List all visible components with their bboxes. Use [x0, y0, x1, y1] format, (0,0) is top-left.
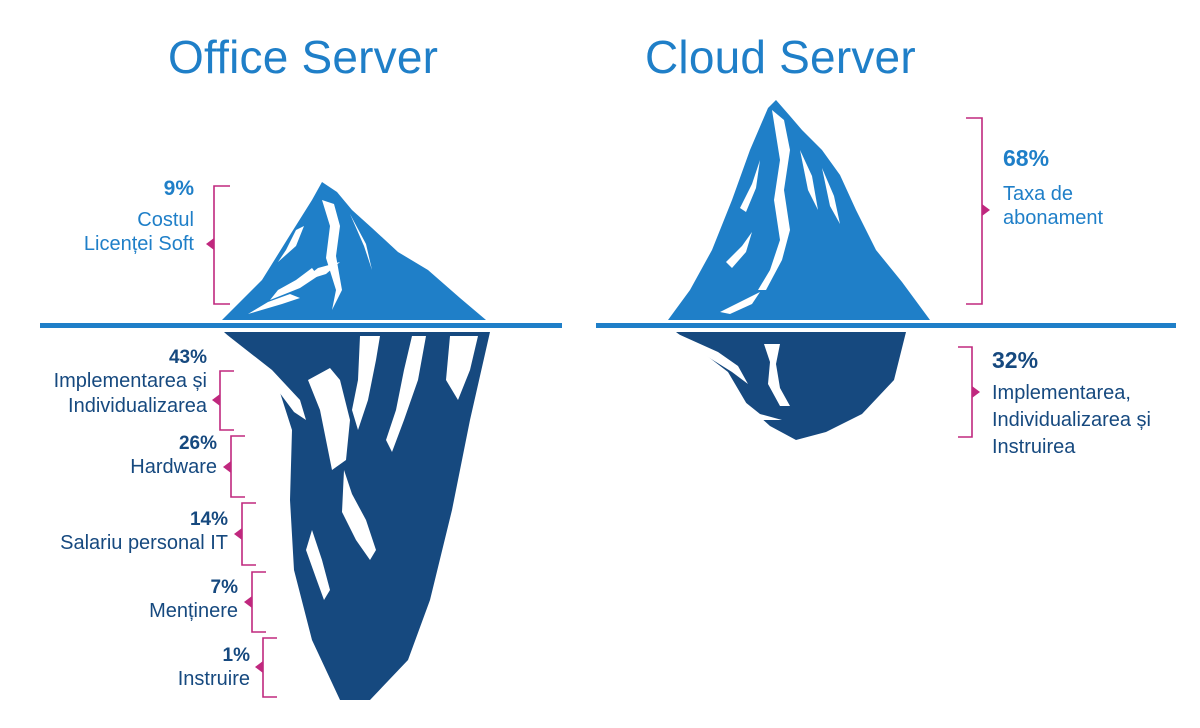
office-below-percent-1: 1% — [222, 645, 250, 666]
bracket-markers — [206, 204, 990, 673]
office-below-label-43: 43% Implementarea și Individualizarea — [54, 346, 207, 418]
office-below-line1-43: Implementarea și — [53, 370, 207, 393]
cloud-above-line1: Taxa de — [1003, 183, 1074, 206]
office-marker-43 — [212, 394, 220, 406]
office-below-label-14: 14% Salariu personal IT — [60, 508, 228, 556]
office-marker-14 — [234, 528, 242, 540]
office-iceberg-top — [222, 182, 486, 320]
office-below-line1-14: Salariu personal IT — [60, 532, 228, 555]
cloud-above-label: 68% Taxa de abonament — [1003, 144, 1103, 231]
cloud-server-title: Cloud Server — [645, 31, 916, 83]
cloud-below-line3: Instruirea — [992, 436, 1076, 459]
office-server-title: Office Server — [168, 31, 439, 83]
office-marker-7 — [244, 596, 252, 608]
cloud-below-percent: 32% — [992, 347, 1039, 373]
cloud-below-label: 32% Implementarea, Individualizarea și I… — [992, 346, 1151, 461]
office-below-label-1: 1% Instruire — [178, 644, 250, 692]
cloud-below-line2: Individualizarea și — [992, 409, 1151, 432]
office-bracket-1 — [262, 637, 277, 698]
cloud-above-bracket — [966, 117, 983, 305]
office-marker-26 — [223, 461, 231, 473]
cloud-below-bracket — [958, 346, 973, 438]
office-below-label-26: 26% Hardware — [130, 432, 217, 480]
office-bracket-7 — [251, 571, 266, 633]
office-above-percent: 9% — [163, 177, 194, 200]
office-above-label: 9% Costul Licenței Soft — [84, 176, 194, 256]
office-iceberg-bottom — [224, 332, 490, 700]
office-above-bracket — [213, 185, 230, 305]
office-above-marker — [206, 238, 214, 250]
office-above-line1: Costul — [137, 208, 194, 231]
office-below-percent-26: 26% — [178, 433, 217, 454]
cloud-below-line1: Implementarea, — [992, 382, 1131, 405]
office-above-line2: Licenței Soft — [83, 233, 194, 255]
office-below-line2-43: Individualizarea — [68, 394, 207, 417]
office-below-percent-7: 7% — [210, 577, 238, 598]
office-marker-1 — [255, 661, 263, 673]
cloud-iceberg-bottom — [676, 332, 906, 440]
office-bracket-26 — [230, 435, 245, 498]
office-below-line1-26: Hardware — [130, 456, 217, 479]
office-below-label-7: 7% Menținere — [149, 576, 238, 624]
office-waterline — [40, 323, 562, 328]
cloud-waterline — [596, 323, 1176, 328]
cloud-above-marker — [982, 204, 990, 216]
office-bracket-43 — [219, 370, 234, 431]
cloud-iceberg-top — [668, 100, 930, 320]
office-below-line1-1: Instruire — [177, 668, 250, 691]
cloud-above-percent: 68% — [1003, 145, 1050, 171]
office-below-line1-7: Menținere — [149, 600, 238, 623]
cloud-below-marker — [972, 386, 980, 398]
cloud-above-line2: abonament — [1003, 207, 1104, 230]
office-below-percent-14: 14% — [189, 509, 228, 530]
office-below-percent-43: 43% — [168, 347, 207, 368]
office-bracket-14 — [241, 502, 256, 566]
